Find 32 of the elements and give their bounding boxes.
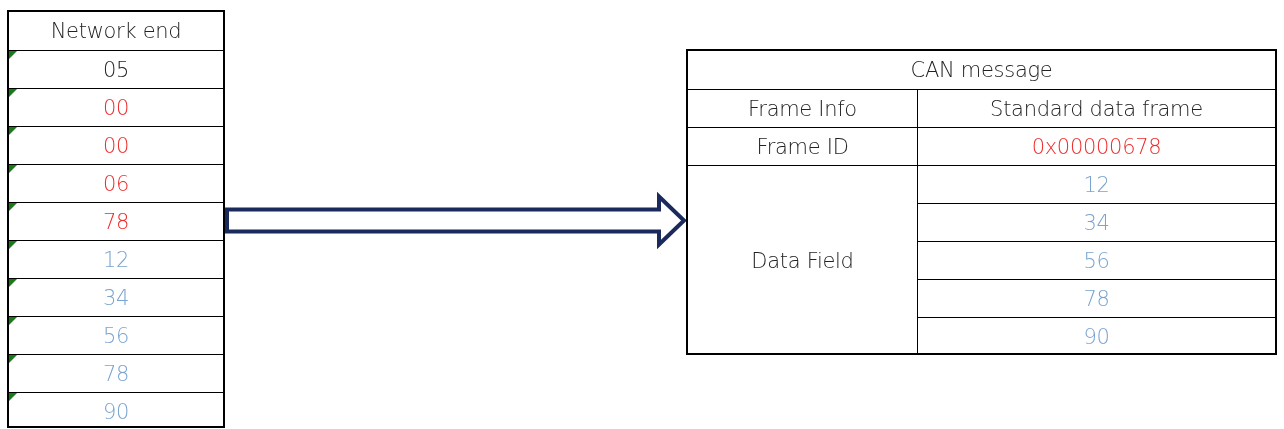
cell-text: 00 bbox=[102, 95, 130, 120]
table-cell bbox=[917, 127, 1275, 165]
cell-text: 34 bbox=[1083, 210, 1110, 235]
data-table bbox=[7, 10, 225, 428]
cell-text: 12 bbox=[1083, 172, 1110, 197]
table-cell bbox=[917, 241, 1275, 279]
cell-text: 12 bbox=[102, 247, 130, 272]
cell-text: 0x00000678 bbox=[1031, 134, 1162, 159]
cell-text: Frame Info bbox=[748, 96, 857, 121]
cell-text: Standard data frame bbox=[990, 96, 1203, 121]
cell-text: 90 bbox=[102, 399, 130, 424]
cell-text: 78 bbox=[102, 361, 130, 386]
cell-text: 56 bbox=[102, 323, 130, 348]
table-cell bbox=[917, 317, 1275, 355]
cell-text: 78 bbox=[1083, 286, 1110, 311]
table-cell bbox=[917, 279, 1275, 317]
cell-text: 90 bbox=[1083, 324, 1110, 349]
data-table bbox=[686, 49, 1277, 355]
cell-text: 56 bbox=[1083, 248, 1110, 273]
cell-text: 05 bbox=[102, 57, 130, 82]
cell-text: Data Field bbox=[751, 248, 854, 273]
block-arrow bbox=[225, 191, 687, 250]
table-cell bbox=[917, 203, 1275, 241]
cell-text: 78 bbox=[102, 209, 130, 234]
cell-text: 34 bbox=[102, 285, 130, 310]
cell-text: 06 bbox=[102, 171, 130, 196]
table-cell bbox=[917, 165, 1275, 203]
table-header: Network end bbox=[50, 19, 182, 43]
cell-text: Frame ID bbox=[756, 134, 849, 159]
cell-text: 00 bbox=[102, 133, 130, 158]
table-cell bbox=[917, 89, 1275, 127]
table-header: CAN message bbox=[910, 58, 1053, 82]
